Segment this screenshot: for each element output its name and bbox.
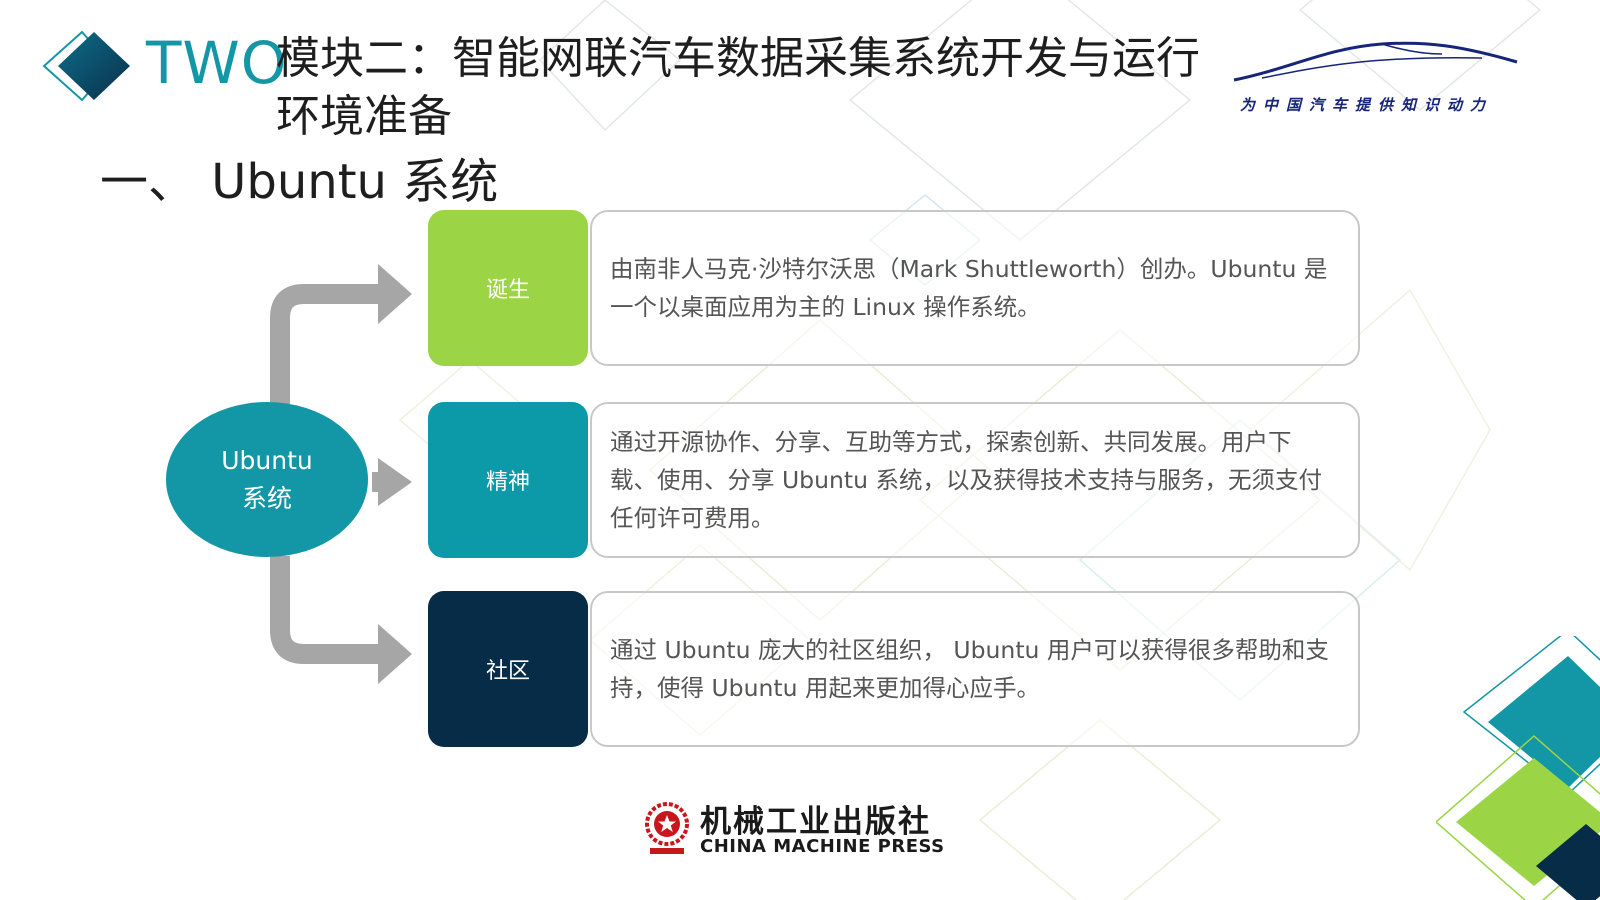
section-title: 一、 Ubuntu 系统 <box>100 154 499 210</box>
publisher-name-en: CHINA MACHINE PRESS <box>700 836 945 857</box>
tag-spirit: 精神 <box>428 402 588 558</box>
corner-decoration <box>1436 636 1600 900</box>
ubuntu-node-line1: Ubuntu <box>221 445 313 475</box>
card-community: 通过 Ubuntu 庞大的社区组织， Ubuntu 用户可以获得很多帮助和支持，… <box>590 591 1360 747</box>
publisher-emblem-icon <box>645 802 689 854</box>
section-number: TWO <box>146 29 288 97</box>
card-spirit-text: 通过开源协作、分享、互助等方式，探索创新、共同发展。用户下载、使用、分享 Ubu… <box>610 428 1322 532</box>
card-community-text: 通过 Ubuntu 庞大的社区组织， Ubuntu 用户可以获得很多帮助和支持，… <box>610 636 1329 702</box>
ubuntu-system-node: Ubuntu 系统 <box>166 402 368 557</box>
publisher-slogan: 为中国汽车提供知识动力 <box>1240 96 1494 114</box>
card-birth-text: 由南非人马克·沙特尔沃思（Mark Shuttleworth）创办。Ubuntu… <box>610 255 1328 321</box>
section-diamond-logo <box>42 30 130 102</box>
card-birth: 由南非人马克·沙特尔沃思（Mark Shuttleworth）创办。Ubuntu… <box>590 210 1360 366</box>
car-silhouette-logo <box>1233 41 1518 82</box>
ubuntu-node-line2: 系统 <box>241 483 292 513</box>
module-title: 模块二：智能网联汽车数据采集系统开发与运行环境准备 <box>276 33 1200 142</box>
tag-community: 社区 <box>428 591 588 747</box>
tag-birth: 诞生 <box>428 210 588 366</box>
card-spirit: 通过开源协作、分享、互助等方式，探索创新、共同发展。用户下载、使用、分享 Ubu… <box>590 402 1360 558</box>
publisher-name-cn: 机械工业出版社 <box>700 804 931 840</box>
